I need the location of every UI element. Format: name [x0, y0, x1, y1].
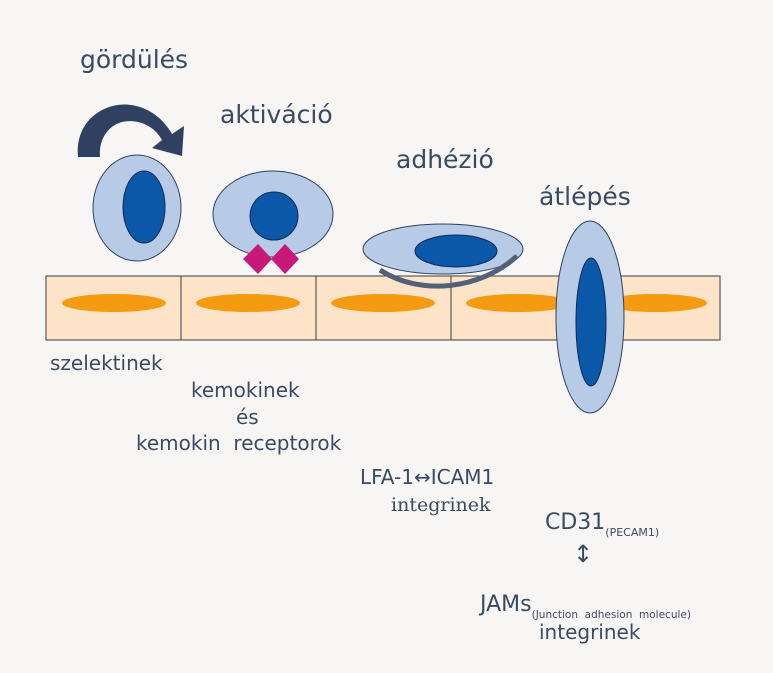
selectins-label: szelektinek: [50, 351, 163, 375]
adherent-nucleus: [414, 234, 498, 268]
cd31-text: CD31: [545, 510, 606, 535]
transmigrating-nucleus: [575, 257, 607, 387]
endothelial-nucleus: [603, 294, 707, 312]
stage-transmigration-label: átlépés: [539, 182, 631, 211]
endothelial-nucleus: [62, 294, 166, 312]
endothelial-nucleus: [196, 294, 300, 312]
junction-adhesion-subscript: (Junction adhesion molecule): [531, 609, 691, 621]
lfa-icam-label: LFA-1↔ICAM1: [360, 465, 495, 489]
stage-activation-label: aktiváció: [220, 100, 333, 129]
rolling-arrow-icon: [77, 104, 184, 157]
jams-label: JAMs(Junction adhesion molecule): [466, 567, 691, 621]
double-arrow-icon: ↕: [573, 540, 594, 568]
activated-nucleus: [249, 191, 299, 241]
and-label: és: [236, 405, 259, 429]
endothelial-nucleus: [331, 294, 435, 312]
cd31-label: CD31(PECAM1): [545, 510, 659, 539]
chemokines-label: kemokinek: [191, 378, 300, 402]
jams-text: JAMs: [480, 592, 532, 617]
chemokine-receptor: [271, 244, 299, 274]
chemokine-receptors-label: kemokin receptorok: [136, 431, 342, 455]
rolling-nucleus: [122, 170, 166, 244]
adhesion-spreading-edge: [378, 254, 519, 289]
chemokine-receptor: [243, 244, 272, 274]
endothelial-nucleus: [466, 294, 570, 312]
pecam1-subscript: (PECAM1): [605, 526, 660, 539]
integrins-label-1: integrinek: [391, 494, 491, 516]
stage-rolling-label: gördülés: [80, 45, 189, 74]
integrins-label-2: integrinek: [539, 620, 641, 644]
stage-adhesion-label: adhézió: [396, 145, 494, 174]
